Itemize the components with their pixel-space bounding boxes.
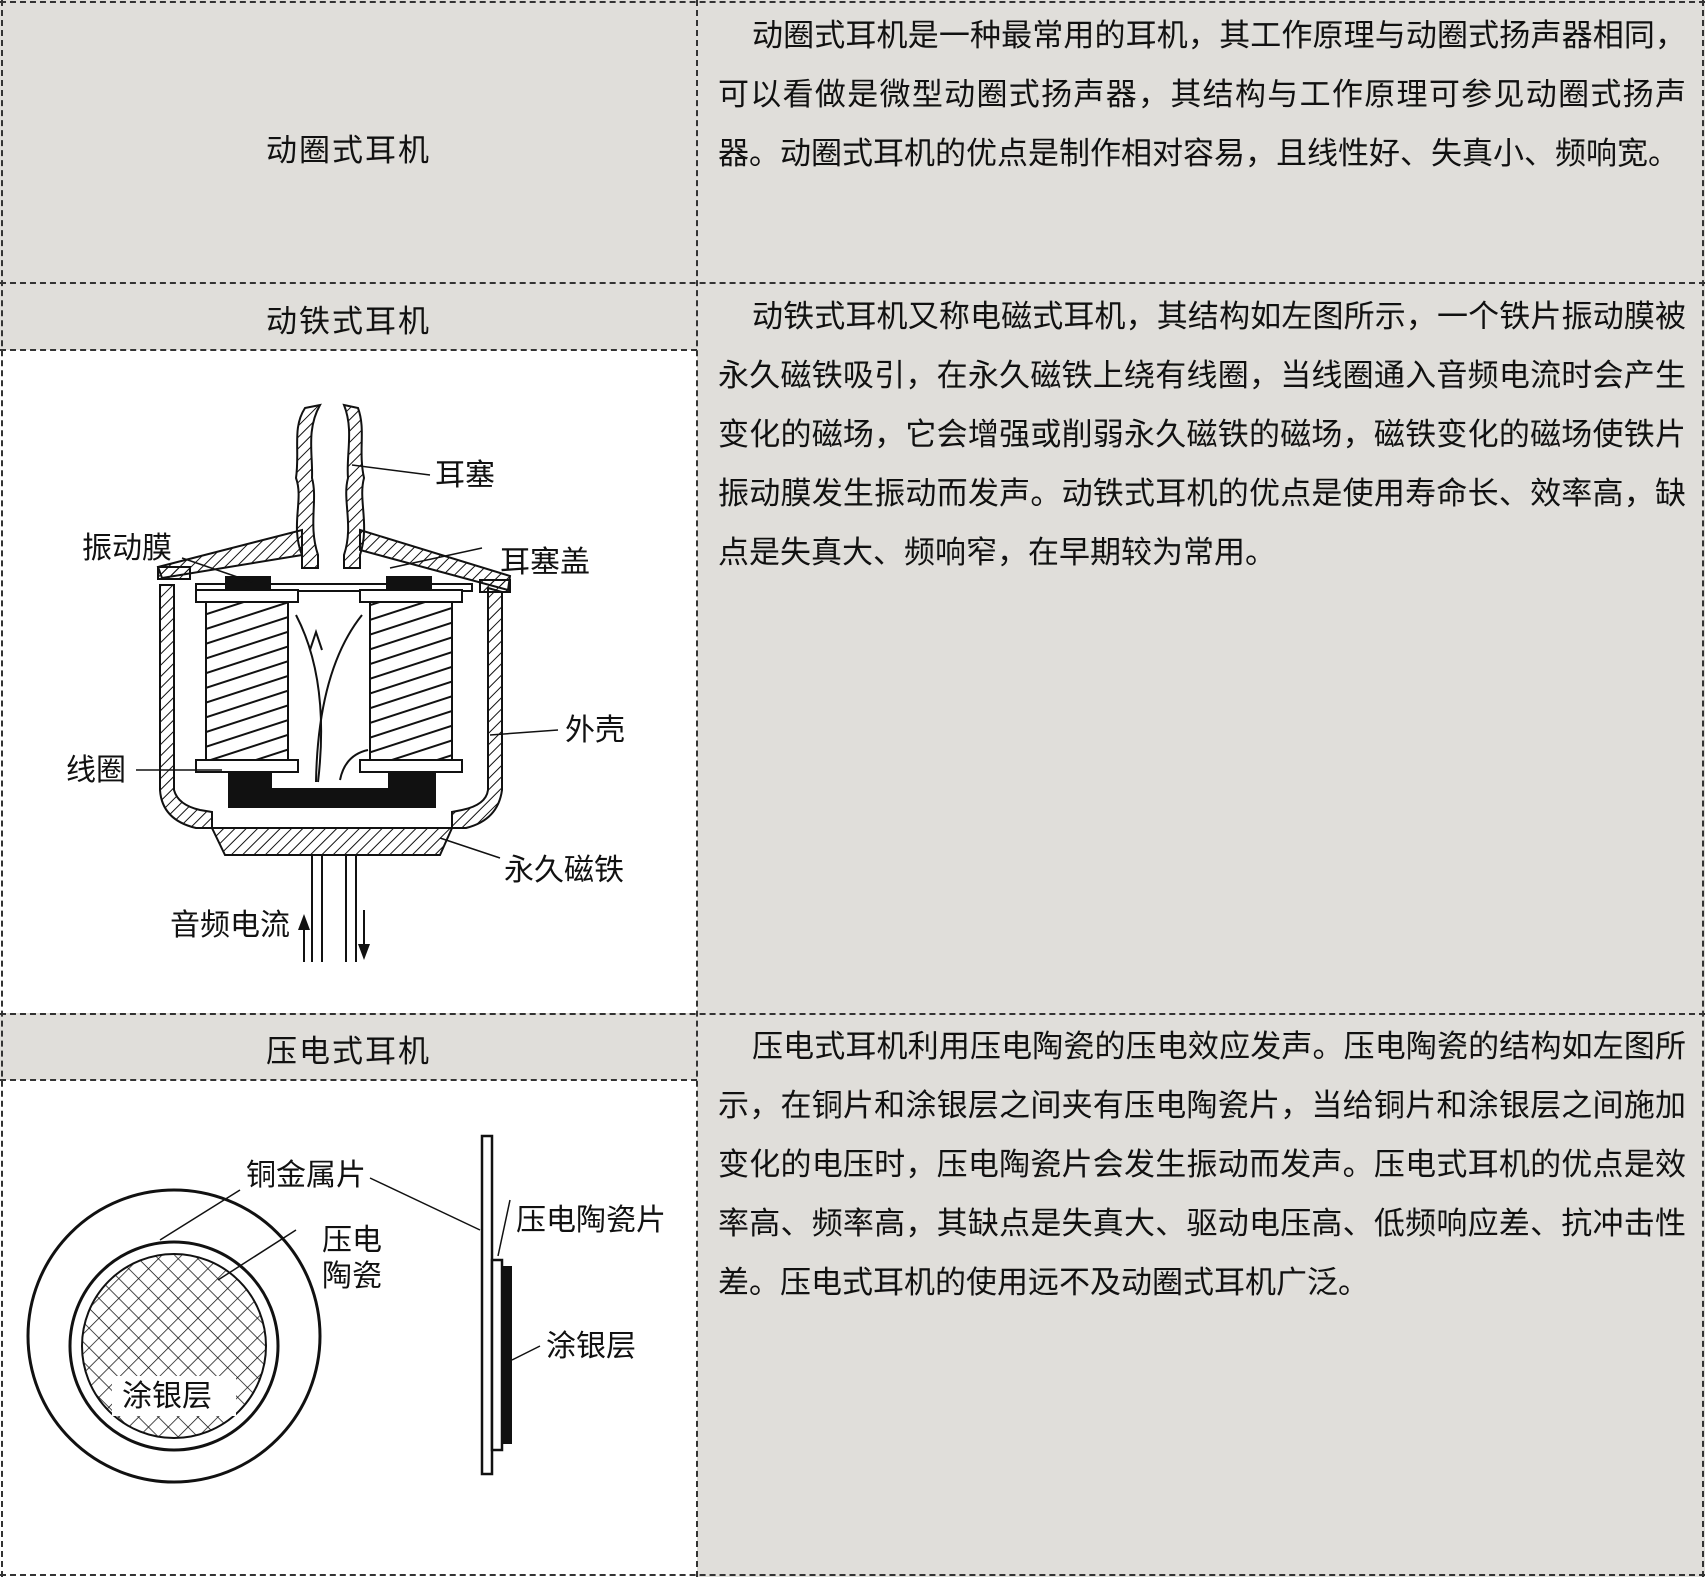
row2-desc-cell: [697, 282, 1705, 1013]
earplug-shape: [294, 403, 366, 569]
label-diaphragm: 振动膜: [82, 531, 172, 566]
label-silver-layer-side: 涂银层: [546, 1329, 636, 1364]
border-bottom: [0, 1574, 1705, 1576]
row3-name-cell: [0, 1013, 697, 1080]
name-divider-2: [0, 349, 697, 351]
label-shell: 外壳: [565, 713, 625, 748]
moving-iron-diagram: 耳塞 振动膜 耳塞盖 线圈 外壳 永久磁铁 音频电流: [66, 403, 625, 962]
label-piezo-ceramic-line1: 压电: [322, 1223, 382, 1258]
label-magnet: 永久磁铁: [504, 853, 624, 888]
row2-name: 动铁式耳机: [266, 304, 431, 340]
silver-layer-side: [502, 1266, 512, 1444]
border-top: [0, 1, 1705, 3]
row3-desc-cell: [697, 1013, 1705, 1577]
label-copper-sheet: 铜金属片: [246, 1158, 366, 1193]
row2-name-cell: [0, 282, 697, 350]
coil-right: [359, 589, 463, 773]
diaphragm-plate: [195, 583, 473, 592]
row1-name: 动圈式耳机: [266, 133, 431, 169]
row1-name-cell: [0, 0, 697, 282]
label-piezo-sheet: 压电陶瓷片: [516, 1203, 666, 1238]
shell-bottom: [210, 827, 454, 856]
name-divider-3: [0, 1079, 697, 1081]
row3-description: 压电式耳机利用压电陶瓷的压电效应发声。压电陶瓷的结构如左图所示，在铜片和涂银层之…: [718, 1029, 1686, 1301]
label-earplug-cover: 耳塞盖: [500, 545, 590, 580]
copper-sheet-side: [480, 1134, 494, 1476]
piezo-diagram: 涂银层 铜金属片 压电 陶瓷 压电陶瓷片 涂银层: [26, 1134, 666, 1484]
border-middle: [696, 0, 698, 1577]
border-right: [1702, 0, 1704, 1577]
row1-desc-cell: [697, 0, 1705, 282]
row-divider-2: [0, 1013, 1705, 1015]
label-audio-current: 音频电流: [170, 908, 290, 943]
row2-description: 动铁式耳机又称电磁式耳机，其结构如左图所示，一个铁片振动膜被永久磁铁吸引，在永久…: [718, 299, 1686, 571]
coil-left: [195, 589, 299, 773]
magnet-shape: [228, 772, 436, 808]
label-coil: 线圈: [66, 753, 126, 788]
border-left: [1, 0, 3, 1577]
label-earplug: 耳塞: [435, 458, 495, 493]
row-divider-1: [0, 282, 1705, 284]
earplug-cover-shape: [156, 528, 512, 592]
piezo-sheet-side: [490, 1258, 504, 1452]
row3-name: 压电式耳机: [266, 1034, 431, 1070]
row1-description: 动圈式耳机是一种最常用的耳机，其工作原理与动圈式扬声器相同，可以看做是微型动圈式…: [718, 18, 1686, 172]
label-piezo-ceramic-line2: 陶瓷: [322, 1259, 382, 1294]
label-silver-layer-front: 涂银层: [122, 1379, 212, 1414]
